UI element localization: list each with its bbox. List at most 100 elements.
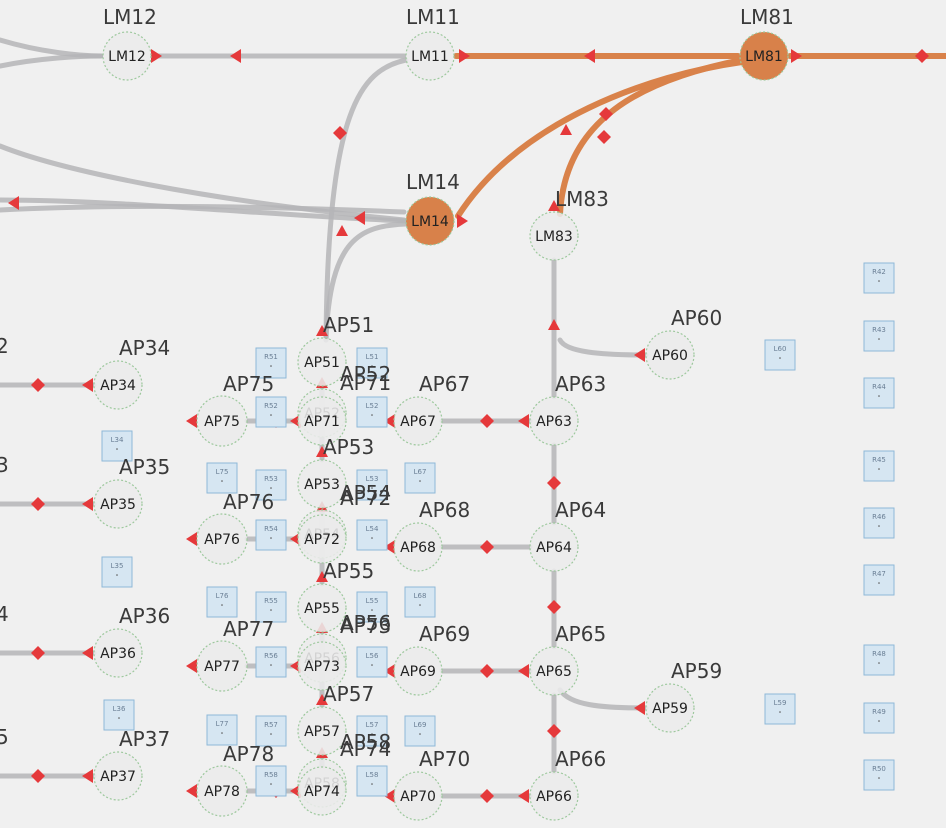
box-l34[interactable]: L34 <box>101 430 133 462</box>
box-dot <box>419 604 421 606</box>
node-circle <box>393 771 443 821</box>
edge-lm14-lm12[interactable] <box>0 197 409 224</box>
box-square <box>206 462 238 494</box>
box-r51[interactable]: R51 <box>255 347 287 379</box>
box-l59[interactable]: L59 <box>764 693 796 725</box>
box-l60[interactable]: L60 <box>764 339 796 371</box>
arrow-marker-icon <box>634 348 645 362</box>
edge-ap65-ap59[interactable] <box>557 687 649 711</box>
box-square <box>863 702 895 734</box>
box-label: R53 <box>264 475 278 483</box>
node-inner-label: LM12 <box>108 49 146 65</box>
box-l36[interactable]: L36 <box>103 699 135 731</box>
box-l35[interactable]: L35 <box>101 556 133 588</box>
box-dot <box>878 525 880 527</box>
box-l57[interactable]: L57 <box>356 715 388 747</box>
box-r49[interactable]: R49 <box>863 702 895 734</box>
box-r55[interactable]: R55 <box>255 591 287 623</box>
box-r53[interactable]: R53 <box>255 469 287 501</box>
arrow-marker-icon <box>384 789 395 803</box>
box-label: L54 <box>366 525 379 533</box>
box-l69[interactable]: L69 <box>404 715 436 747</box>
box-square <box>255 396 287 428</box>
box-r48[interactable]: R48 <box>863 644 895 676</box>
box-r56[interactable]: R56 <box>255 646 287 678</box>
node-inner-label: AP73 <box>304 659 340 675</box>
box-l56[interactable]: L56 <box>356 646 388 678</box>
box-square <box>764 339 796 371</box>
node-circle <box>393 646 443 696</box>
box-l67[interactable]: L67 <box>404 462 436 494</box>
box-r52[interactable]: R52 <box>255 396 287 428</box>
box-l77[interactable]: L77 <box>206 714 238 746</box>
arrow-marker-icon <box>518 789 529 803</box>
box-l75[interactable]: L75 <box>206 462 238 494</box>
box-square <box>764 693 796 725</box>
box-r58[interactable]: R58 <box>255 765 287 797</box>
box-r46[interactable]: R46 <box>863 507 895 539</box>
box-square <box>356 646 388 678</box>
arrow-marker-icon <box>186 414 197 428</box>
box-l53[interactable]: L53 <box>356 469 388 501</box>
edge-lm83-ap60[interactable] <box>557 337 649 358</box>
box-l76[interactable]: L76 <box>206 586 238 618</box>
box-l55[interactable]: L55 <box>356 591 388 623</box>
box-r54[interactable]: R54 <box>255 519 287 551</box>
edge-lm14-ap51[interactable] <box>323 221 409 343</box>
edge-lm11-ap51[interactable] <box>323 57 409 343</box>
box-l54[interactable]: L54 <box>356 519 388 551</box>
box-l51[interactable]: L51 <box>356 347 388 379</box>
box-dot <box>270 733 272 735</box>
box-r43[interactable]: R43 <box>863 320 895 352</box>
edge-lm81-lm83[interactable] <box>557 57 745 217</box>
box-r44[interactable]: R44 <box>863 377 895 409</box>
box-r57[interactable]: R57 <box>255 715 287 747</box>
box-label: L75 <box>216 468 229 476</box>
box-dot <box>118 717 120 719</box>
box-r47[interactable]: R47 <box>863 564 895 596</box>
node-circle <box>529 771 579 821</box>
box-square <box>404 586 436 618</box>
box-l52[interactable]: L52 <box>356 396 388 428</box>
box-label: L52 <box>366 402 379 410</box>
node-outer-label: LM12 <box>103 5 157 29</box>
box-r42[interactable]: R42 <box>863 262 895 294</box>
box-r45[interactable]: R45 <box>863 450 895 482</box>
box-l68[interactable]: L68 <box>404 586 436 618</box>
box-r50[interactable]: R50 <box>863 759 895 791</box>
edges-layer <box>0 37 946 799</box>
box-l58[interactable]: L58 <box>356 765 388 797</box>
box-label: L51 <box>366 353 379 361</box>
